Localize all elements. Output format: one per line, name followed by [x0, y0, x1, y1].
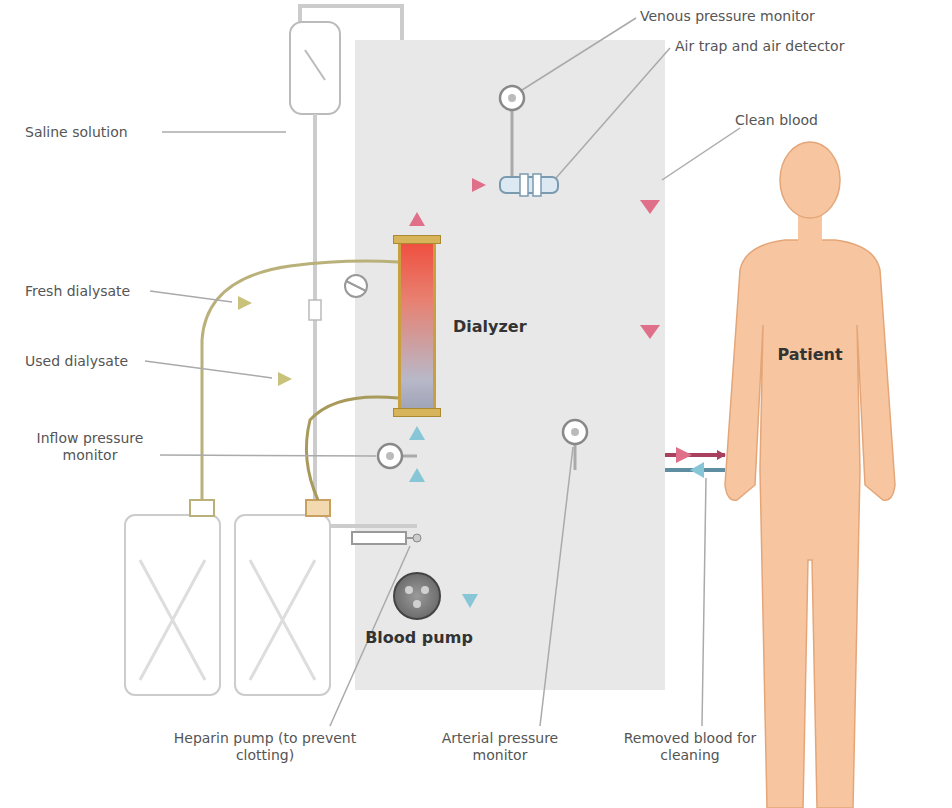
blood-pump: Blood pump: [393, 572, 441, 620]
drawing-rect: [235, 515, 330, 695]
drawing-rect: [306, 500, 330, 516]
callout-label: Air trap and air detector: [675, 38, 844, 55]
drawing-path: [574, 444, 577, 470]
drawing-rect: [520, 174, 528, 196]
dialyzer: Dialyzer: [398, 237, 436, 415]
callout-label: Heparin pump (to prevent clotting): [160, 730, 370, 764]
node-label: Patient: [725, 345, 895, 364]
drawing-circle: [413, 534, 421, 542]
drawing-circle: [386, 452, 394, 460]
patient-body: [725, 240, 895, 808]
drawing-rect: [352, 532, 406, 544]
node-label: Dialyzer: [453, 317, 527, 336]
callout-label: Venous pressure monitor: [640, 8, 815, 25]
patient-figure: Patient: [725, 140, 895, 808]
saline-bag: [290, 22, 340, 114]
drawing-path: [556, 48, 670, 178]
drawing-circle: [571, 428, 579, 436]
drawing-path: [409, 468, 425, 482]
drawing-rect: [309, 300, 321, 320]
dialysate-jugs: [125, 500, 330, 695]
drawing-path: [640, 325, 660, 339]
drawing-rect: [125, 515, 220, 695]
heparin-syringe: [352, 532, 421, 544]
drawing-path: [305, 50, 325, 80]
leader-lines: [145, 18, 740, 726]
callout-label: Removed blood for cleaning: [605, 730, 775, 764]
callout-label: Fresh dialysate: [25, 283, 130, 300]
flow-chevrons: [409, 178, 692, 463]
callout-label: Used dialysate: [25, 353, 128, 370]
drawing-path: [346, 281, 366, 291]
drawing-path: [145, 361, 272, 378]
drawing-path: [690, 462, 704, 478]
drawing-rect: [500, 177, 558, 193]
node-label: Blood pump: [365, 628, 473, 647]
pressure-gauge: [563, 420, 587, 444]
callout-label: Inflow pressure monitor: [20, 430, 160, 464]
patient-head: [780, 142, 840, 218]
drawing-path: [522, 18, 636, 90]
drawing-path: [540, 447, 573, 726]
dialyzer-cap: [393, 408, 441, 417]
pump-roller: [413, 600, 421, 608]
callout-label: Clean blood: [735, 112, 818, 129]
drawing-path: [250, 560, 315, 680]
drawing-path: [409, 212, 425, 226]
drawing-circle: [508, 94, 516, 102]
pressure-gauge: [378, 444, 402, 468]
drawing-path: [662, 128, 740, 180]
drawing-path: [162, 131, 286, 133]
callout-label: Saline solution: [25, 124, 128, 141]
pump-roller: [405, 586, 413, 594]
drawing-rect: [533, 174, 541, 196]
drawing-path: [472, 178, 486, 192]
drawing-rect: [190, 500, 214, 516]
fresh-dialysate-line: [202, 261, 398, 500]
dialyzer-cap: [393, 235, 441, 244]
drawing-path: [462, 594, 478, 608]
drawing-path: [140, 560, 205, 680]
dialysate-pump: [345, 275, 367, 297]
drawing-path: [402, 455, 417, 458]
drawing-path: [640, 200, 660, 214]
machine-panel: [355, 40, 665, 690]
air-trap: [500, 174, 558, 196]
drawing-path: [409, 426, 425, 440]
patient-silhouette: [725, 140, 895, 808]
callout-label: Arterial pressure monitor: [415, 730, 585, 764]
drawing-path: [702, 478, 706, 726]
drawing-path: [160, 455, 376, 456]
pump-roller: [421, 586, 429, 594]
flow-chevron: [238, 296, 252, 310]
flow-chevron: [278, 372, 292, 386]
drawing-path: [511, 110, 514, 180]
drawing-path: [150, 291, 232, 302]
drawing-path: [676, 447, 692, 463]
pressure-gauge: [500, 86, 524, 110]
